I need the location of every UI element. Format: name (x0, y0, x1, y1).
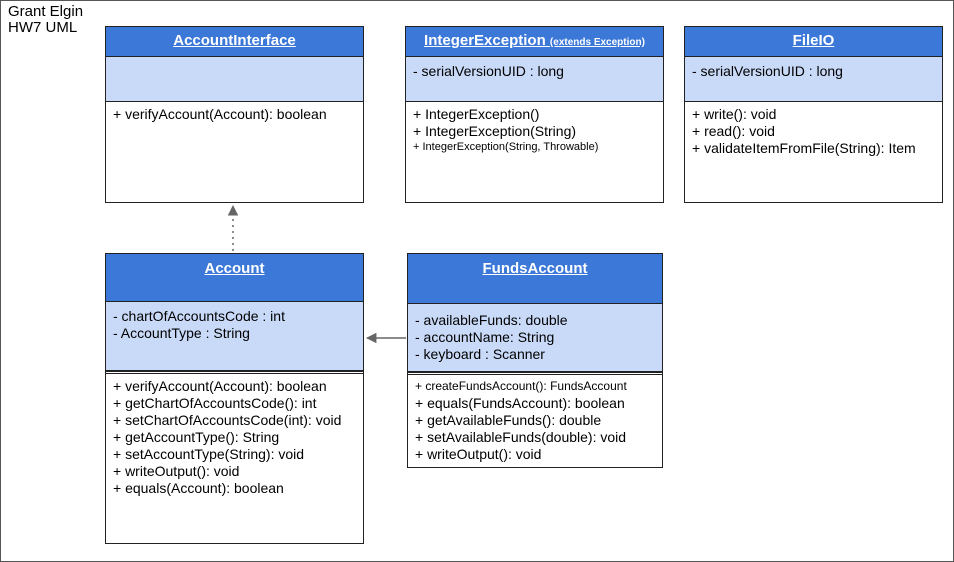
extends-note: (extends Exception) (549, 37, 645, 48)
class-attributes: - chartOfAccountsCode : int - AccountTyp… (106, 302, 363, 371)
method-row: + writeOutput(): void (415, 446, 542, 462)
class-methods: + IntegerException() + IntegerException(… (406, 102, 663, 158)
method-row: + getAccountType(): String (113, 429, 280, 445)
class-attributes: - availableFunds: double - accountName: … (408, 304, 662, 372)
class-methods: + verifyAccount(Account): boolean + getC… (106, 371, 363, 501)
class-header: AccountInterface (106, 27, 363, 57)
class-name: Account (204, 260, 265, 277)
class-name: FundsAccount (482, 260, 588, 277)
method-row: + IntegerException(String) (413, 123, 577, 139)
attribute-row: - availableFunds: double (415, 312, 568, 328)
class-integer-exception[interactable]: IntegerException (extends Exception) - s… (405, 26, 664, 203)
author-label: Grant Elgin HW7 UML (8, 4, 83, 36)
method-row: + getAvailableFunds(): double (415, 412, 602, 428)
method-row: + IntegerException(String, Throwable) (413, 141, 599, 153)
method-row: + setAccountType(String): void (113, 446, 305, 462)
class-header: FundsAccount (408, 254, 662, 304)
attribute-row: - AccountType : String (113, 325, 250, 341)
method-row: + setChartOfAccountsCode(int): void (113, 412, 342, 428)
class-methods: + write(): void + read(): void + validat… (685, 102, 942, 161)
class-name: IntegerException (424, 32, 546, 49)
method-row: + equals(FundsAccount): boolean (415, 395, 625, 411)
class-name: AccountInterface (173, 32, 296, 49)
method-row: + write(): void (692, 106, 777, 122)
class-methods: + verifyAccount(Account): boolean (106, 102, 363, 127)
method-row: + writeOutput(): void (113, 463, 240, 479)
class-header: Account (106, 254, 363, 302)
class-attributes (106, 57, 363, 102)
method-row: + read(): void (692, 123, 775, 139)
class-file-io[interactable]: FileIO - serialVersionUID : long + write… (684, 26, 943, 203)
class-header: IntegerException (extends Exception) (406, 27, 663, 57)
class-name: FileIO (792, 32, 835, 49)
class-funds-account[interactable]: FundsAccount - availableFunds: double - … (407, 253, 663, 468)
method-row: + setAvailableFunds(double): void (415, 429, 627, 445)
method-row: + IntegerException() (413, 106, 540, 122)
method-row: + createFundsAccount(): FundsAccount (415, 379, 627, 393)
assignment-name: HW7 UML (8, 19, 78, 36)
attribute-row: - chartOfAccountsCode : int (113, 308, 285, 324)
method-row: + getChartOfAccountsCode(): int (113, 395, 317, 411)
attribute-row: - accountName: String (415, 329, 555, 345)
class-account[interactable]: Account - chartOfAccountsCode : int - Ac… (105, 253, 364, 544)
class-attributes: - serialVersionUID : long (406, 57, 663, 102)
class-account-interface[interactable]: AccountInterface + verifyAccount(Account… (105, 26, 364, 203)
attribute-row: - keyboard : Scanner (415, 346, 545, 362)
attribute-row: - serialVersionUID : long (692, 63, 843, 79)
method-row: + verifyAccount(Account): boolean (113, 378, 327, 394)
method-row: + validateItemFromFile(String): Item (692, 140, 916, 156)
author-name: Grant Elgin (8, 3, 84, 20)
attribute-row: - serialVersionUID : long (413, 63, 564, 79)
class-methods: + createFundsAccount(): FundsAccount + e… (408, 372, 662, 467)
class-header: FileIO (685, 27, 942, 57)
class-attributes: - serialVersionUID : long (685, 57, 942, 102)
method-row: + equals(Account): boolean (113, 480, 284, 496)
method-row: + verifyAccount(Account): boolean (113, 106, 327, 122)
